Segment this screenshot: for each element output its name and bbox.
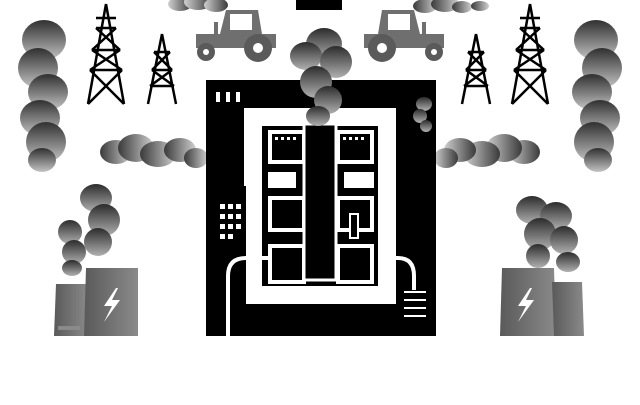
tractor-icon (196, 10, 444, 62)
transmission-tower-icon (86, 3, 550, 105)
top-bar (296, 0, 342, 10)
top-right-cloud (413, 0, 489, 13)
left-horizontal-smoke (100, 134, 208, 168)
lightning-bolt-icon (518, 288, 534, 322)
right-side-building (378, 150, 436, 336)
top-left-cloud (168, 0, 228, 12)
right-horizontal-smoke (434, 134, 540, 168)
left-side-building (206, 150, 268, 336)
right-smoke-plume (572, 20, 622, 172)
chimney-smoke (290, 28, 352, 126)
right-cooling-towers (500, 196, 584, 336)
side-stack-smoke (413, 97, 432, 132)
left-smoke-plume (18, 20, 68, 172)
left-cooling-towers (54, 184, 138, 336)
lightning-bolt-icon (104, 288, 120, 322)
